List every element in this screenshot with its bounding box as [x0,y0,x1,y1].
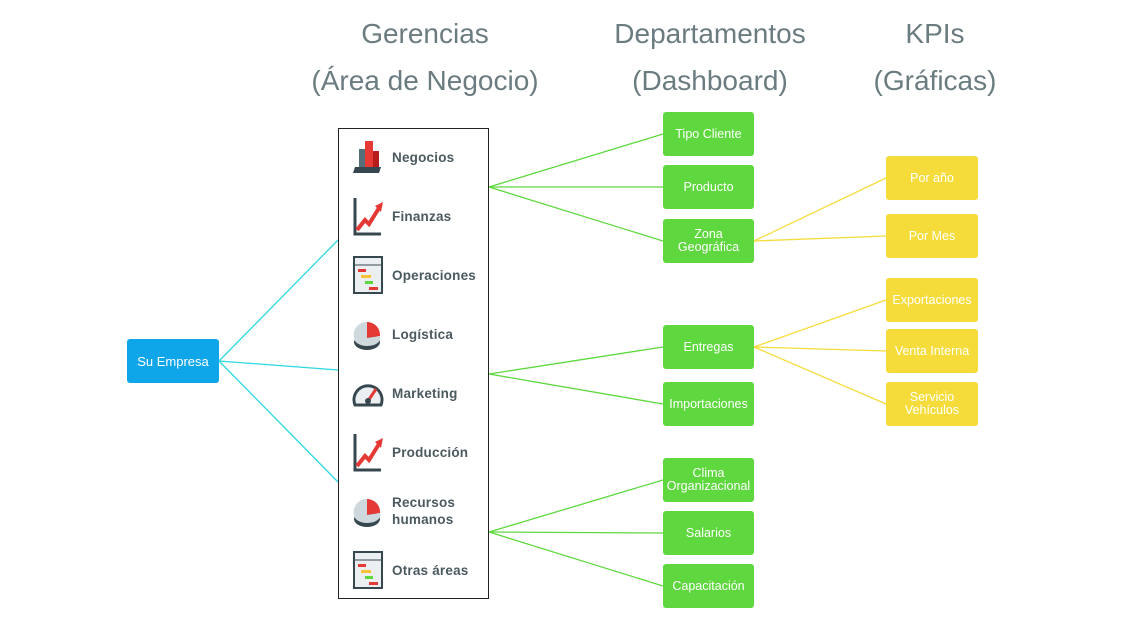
department-label: Zona Geográfica [677,227,740,254]
kpi-por-mes: Por Mes [886,214,978,258]
header-kpis-title: KPIs [905,18,965,49]
area-finanzas: Finanzas [351,189,487,243]
department-salarios: Salarios [663,511,754,555]
kpi-label: Por año [910,170,954,185]
header-departamentos: Departamentos (Dashboard) [595,10,825,104]
header-gerencias-title: Gerencias [361,18,489,49]
link-marketing-entregas [488,346,664,375]
kpi-label: Venta Interna [894,343,970,358]
bar-chart-icon [353,141,381,173]
department-label: Producto [683,179,734,194]
header-gerencias-subtitle: (Área de Negocio) [311,65,539,96]
kpi-servicio-vehiculos: Servicio Vehículos [886,382,978,426]
area-label: Marketing [392,385,458,401]
department-label: Salarios [685,525,732,540]
department-label: Capacitación [672,578,745,593]
area-label: Otras áreas [392,562,469,578]
area-label: Logística [392,326,454,342]
link-marketing-importaciones [488,373,664,405]
header-kpis: KPIs (Gráficas) [840,10,1030,104]
department-entregas: Entregas [663,325,754,369]
area-recursos-humanos: Recursos humanos [351,484,487,538]
department-label: Tipo Cliente [675,126,742,141]
department-zona-geografica: Zona Geográfica [663,219,754,263]
department-label: Clima Organizacional [666,466,751,493]
gauge-icon [352,384,384,407]
root-node-su-empresa: Su Empresa [127,339,219,383]
link-negocios-tipo-cliente [488,133,664,188]
link-rrhh-clima [488,479,664,533]
department-producto: Producto [663,165,754,209]
area-label: Negocios [392,149,455,165]
area-otras-areas: Otras áreas [351,543,487,597]
trend-arrow-icon [353,434,383,472]
department-label: Entregas [683,339,734,354]
link-entregas-exportaciones [753,299,887,348]
link-entregas-venta-interna [753,346,887,352]
department-importaciones: Importaciones [663,382,754,426]
pie-chart-icon [353,498,381,527]
department-tipo-cliente: Tipo Cliente [663,112,754,156]
link-rrhh-capacitacion [488,531,664,587]
area-produccion: Producción [351,425,487,479]
area-label: Producción [392,444,469,460]
link-rrhh-salarios [488,531,664,534]
link-root-panel-middle [218,360,339,371]
root-node-label: Su Empresa [137,353,209,369]
kpi-exportaciones: Exportaciones [886,278,978,322]
link-negocios-zona [488,186,664,242]
area-label: Finanzas [392,208,452,224]
pie-chart-icon [353,321,381,350]
department-clima-organizacional: Clima Organizacional [663,458,754,502]
link-entregas-servicio [753,346,887,405]
header-gerencias: Gerencias (Área de Negocio) [295,10,555,104]
trend-arrow-icon [353,198,383,236]
kpi-por-ano: Por año [886,156,978,200]
area-label: Recursos humanos [392,495,456,527]
area-label: Operaciones [392,267,476,283]
department-label: Importaciones [669,396,748,411]
link-zona-por-mes [753,235,887,242]
gantt-chart-icon [353,256,383,294]
link-root-panel-top [218,239,339,362]
department-capacitacion: Capacitación [663,564,754,608]
link-root-panel-bottom [218,360,339,483]
kpi-venta-interna: Venta Interna [886,329,978,373]
area-logistica: Logística [351,307,487,361]
area-negocios: Negocios [351,130,487,184]
header-kpis-subtitle: (Gráficas) [873,65,997,96]
areas-panel: Negocios Finanzas Operaciones Logística [338,128,489,599]
area-operaciones: Operaciones [351,248,487,302]
area-marketing: Marketing [351,366,487,420]
header-departamentos-title: Departamentos [614,18,806,49]
header-departamentos-subtitle: (Dashboard) [632,65,788,96]
kpi-label: Servicio Vehículos [904,390,960,417]
gantt-chart-icon [353,551,383,589]
kpi-label: Exportaciones [892,292,972,307]
kpi-label: Por Mes [908,228,956,243]
link-zona-por-ano [753,177,887,242]
